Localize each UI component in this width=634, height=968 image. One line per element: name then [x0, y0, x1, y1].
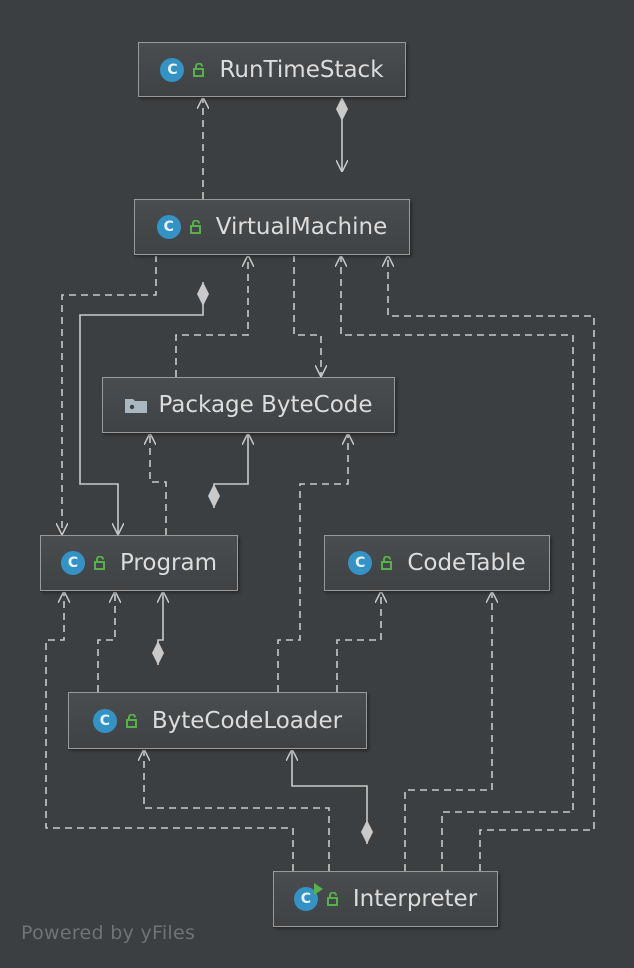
class-name: VirtualMachine [215, 214, 388, 240]
composition-edge-bytecodeloader-to-program [158, 591, 163, 665]
class-node-virtualmachine[interactable]: C VirtualMachine [134, 199, 410, 255]
class-node-runtimestack[interactable]: C RunTimeStack [138, 42, 406, 97]
composition-edge-program-to-bytecode [214, 433, 248, 508]
dependency-edge-virtualmachine-to-bytecode [293, 255, 321, 377]
public-lock-icon [125, 713, 137, 728]
dependency-edge-interpreter-to-virtualmachine [341, 255, 574, 871]
public-lock-icon [93, 556, 105, 570]
public-lock-icon [193, 62, 205, 77]
dependency-edge-interpreter-to-program [45, 591, 294, 871]
class-name: ByteCodeLoader [151, 707, 343, 734]
public-lock-icon [189, 220, 201, 234]
class-node-interpreter[interactable]: C Interpreter [273, 871, 498, 927]
class-c-icon: C [160, 57, 185, 82]
class-name: RunTimeStack [219, 56, 384, 83]
dependency-edge-program-to-bytecode [150, 433, 167, 535]
class-node-program[interactable]: C Program [40, 535, 238, 591]
dependency-edge-bytecodeloader-to-codetable [336, 591, 381, 692]
package-node-bytecode[interactable]: Package ByteCode [102, 377, 395, 433]
class-name: Program [119, 550, 218, 576]
package-name: Package ByteCode [158, 392, 373, 418]
dependency-edge-bytecodeloader-to-program [97, 591, 115, 692]
class-c-icon: C [156, 215, 181, 239]
run-marker-icon [313, 883, 323, 895]
class-name: CodeTable [407, 550, 526, 576]
dependency-edge-virtualmachine-to-program [62, 255, 157, 535]
powered-by-footer: Powered by yFiles [21, 922, 196, 944]
public-lock-icon [381, 556, 393, 570]
dependency-edge-bytecode-to-virtualmachine [175, 255, 248, 377]
dependency-edge-interpreter-to-bytecodeloader [144, 749, 330, 871]
class-c-icon: C [60, 551, 85, 575]
class-c-icon: C [92, 708, 117, 733]
composition-edge-interpreter-to-bytecodeloader [292, 749, 367, 844]
composition-edge-virtualmachine-to-program [79, 282, 203, 535]
folder-icon [125, 399, 148, 413]
public-lock-icon [326, 892, 338, 906]
class-node-bytecodeloader[interactable]: C ByteCodeLoader [68, 692, 367, 749]
dependency-edge-interpreter-to-virtualmachine [388, 255, 595, 871]
class-c-icon: C [348, 551, 373, 575]
class-name: Interpreter [352, 886, 478, 912]
class-node-codetable[interactable]: C CodeTable [324, 535, 550, 591]
dependency-edge-interpreter-to-codetable [404, 591, 492, 871]
class-c-icon: C [293, 883, 323, 911]
